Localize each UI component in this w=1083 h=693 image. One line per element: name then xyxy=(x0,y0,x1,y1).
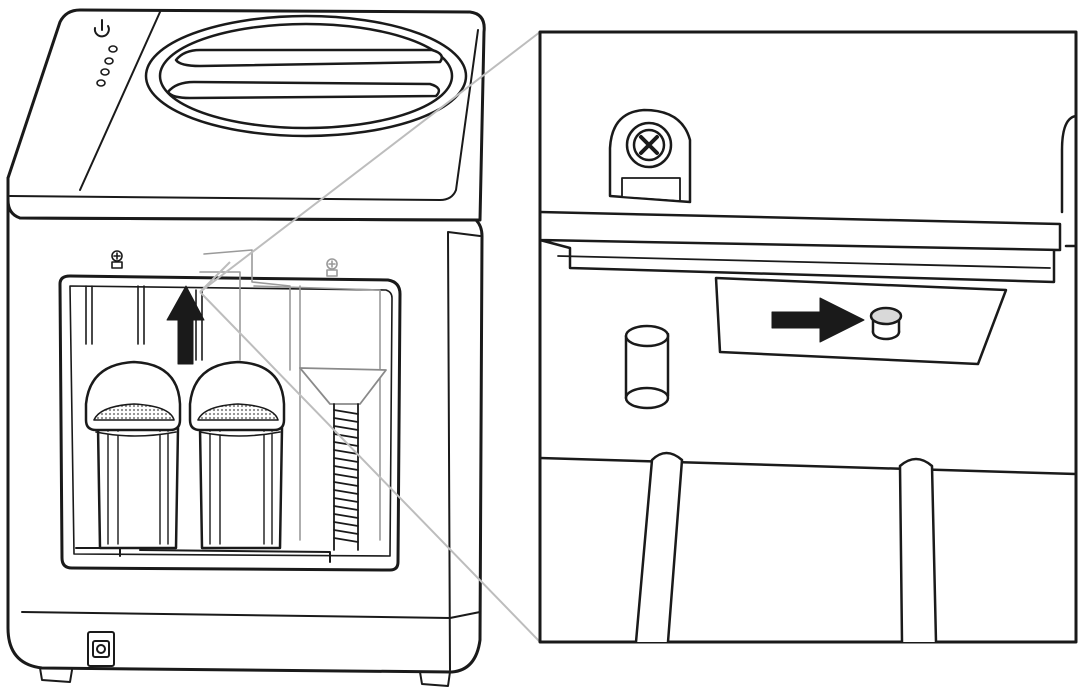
foot-left xyxy=(39,667,73,683)
housing-ledge xyxy=(538,210,1062,284)
tray-rim xyxy=(538,456,1078,476)
detail-inset xyxy=(538,30,1078,644)
machine-side xyxy=(447,231,481,671)
lid-handle[interactable] xyxy=(144,14,468,138)
screw-icon xyxy=(111,250,123,269)
screw-icon xyxy=(326,258,338,277)
spiral-tube xyxy=(333,403,359,551)
front-window-inner xyxy=(69,285,393,557)
housing-ledge-inner xyxy=(557,255,1051,269)
port-icon[interactable] xyxy=(87,631,115,667)
lid-divider xyxy=(79,11,161,191)
filter-cartridge-left[interactable] xyxy=(84,360,182,550)
filter-cartridge-right[interactable] xyxy=(188,360,286,550)
screw-icon xyxy=(608,108,692,204)
arrow-up-icon xyxy=(166,285,205,365)
pin-icon xyxy=(624,324,670,410)
machine-base xyxy=(21,611,481,619)
internal-bracket xyxy=(199,249,381,541)
lid-front-edge xyxy=(9,29,479,201)
arrow-right-icon xyxy=(771,297,865,343)
funnel xyxy=(299,367,387,405)
status-led-icon xyxy=(96,45,118,87)
sensor-button[interactable] xyxy=(869,306,903,341)
inner-tray xyxy=(75,547,331,563)
water-machine xyxy=(6,8,486,687)
power-icon[interactable] xyxy=(93,19,110,38)
side-bracket xyxy=(1060,114,1078,248)
foot-right xyxy=(419,671,451,687)
tube-rods xyxy=(634,451,938,644)
tube-rods xyxy=(85,285,203,361)
zoom-guide-lines xyxy=(199,31,541,643)
